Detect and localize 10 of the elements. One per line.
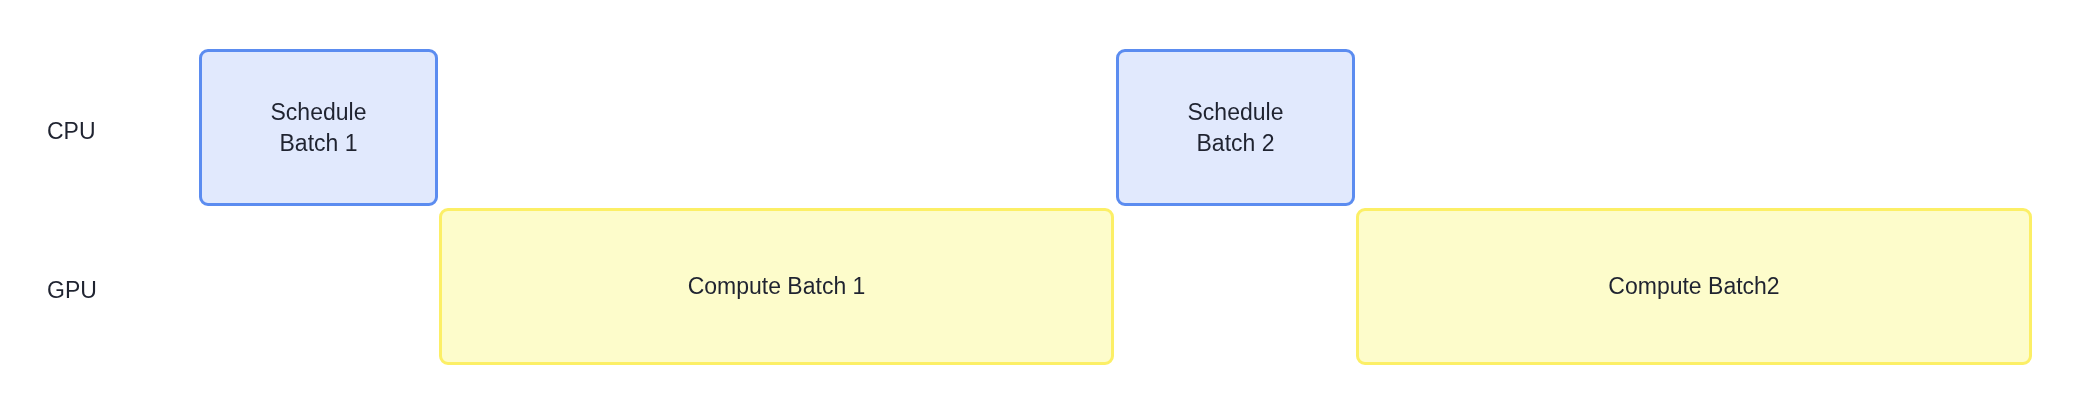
- lane-label: CPU: [47, 117, 96, 145]
- cpu-task-box: [1116, 49, 1355, 206]
- task-label: Schedule Batch 1: [269, 97, 368, 158]
- lane-label: GPU: [47, 276, 97, 304]
- task-label: Schedule Batch 2: [1186, 97, 1285, 158]
- gpu-task-box: [439, 208, 1114, 365]
- gpu-task-box: [1356, 208, 2032, 365]
- cpu-task-box: [199, 49, 438, 206]
- task-label: Compute Batch2: [1608, 272, 1780, 301]
- task-label: Compute Batch 1: [687, 272, 866, 301]
